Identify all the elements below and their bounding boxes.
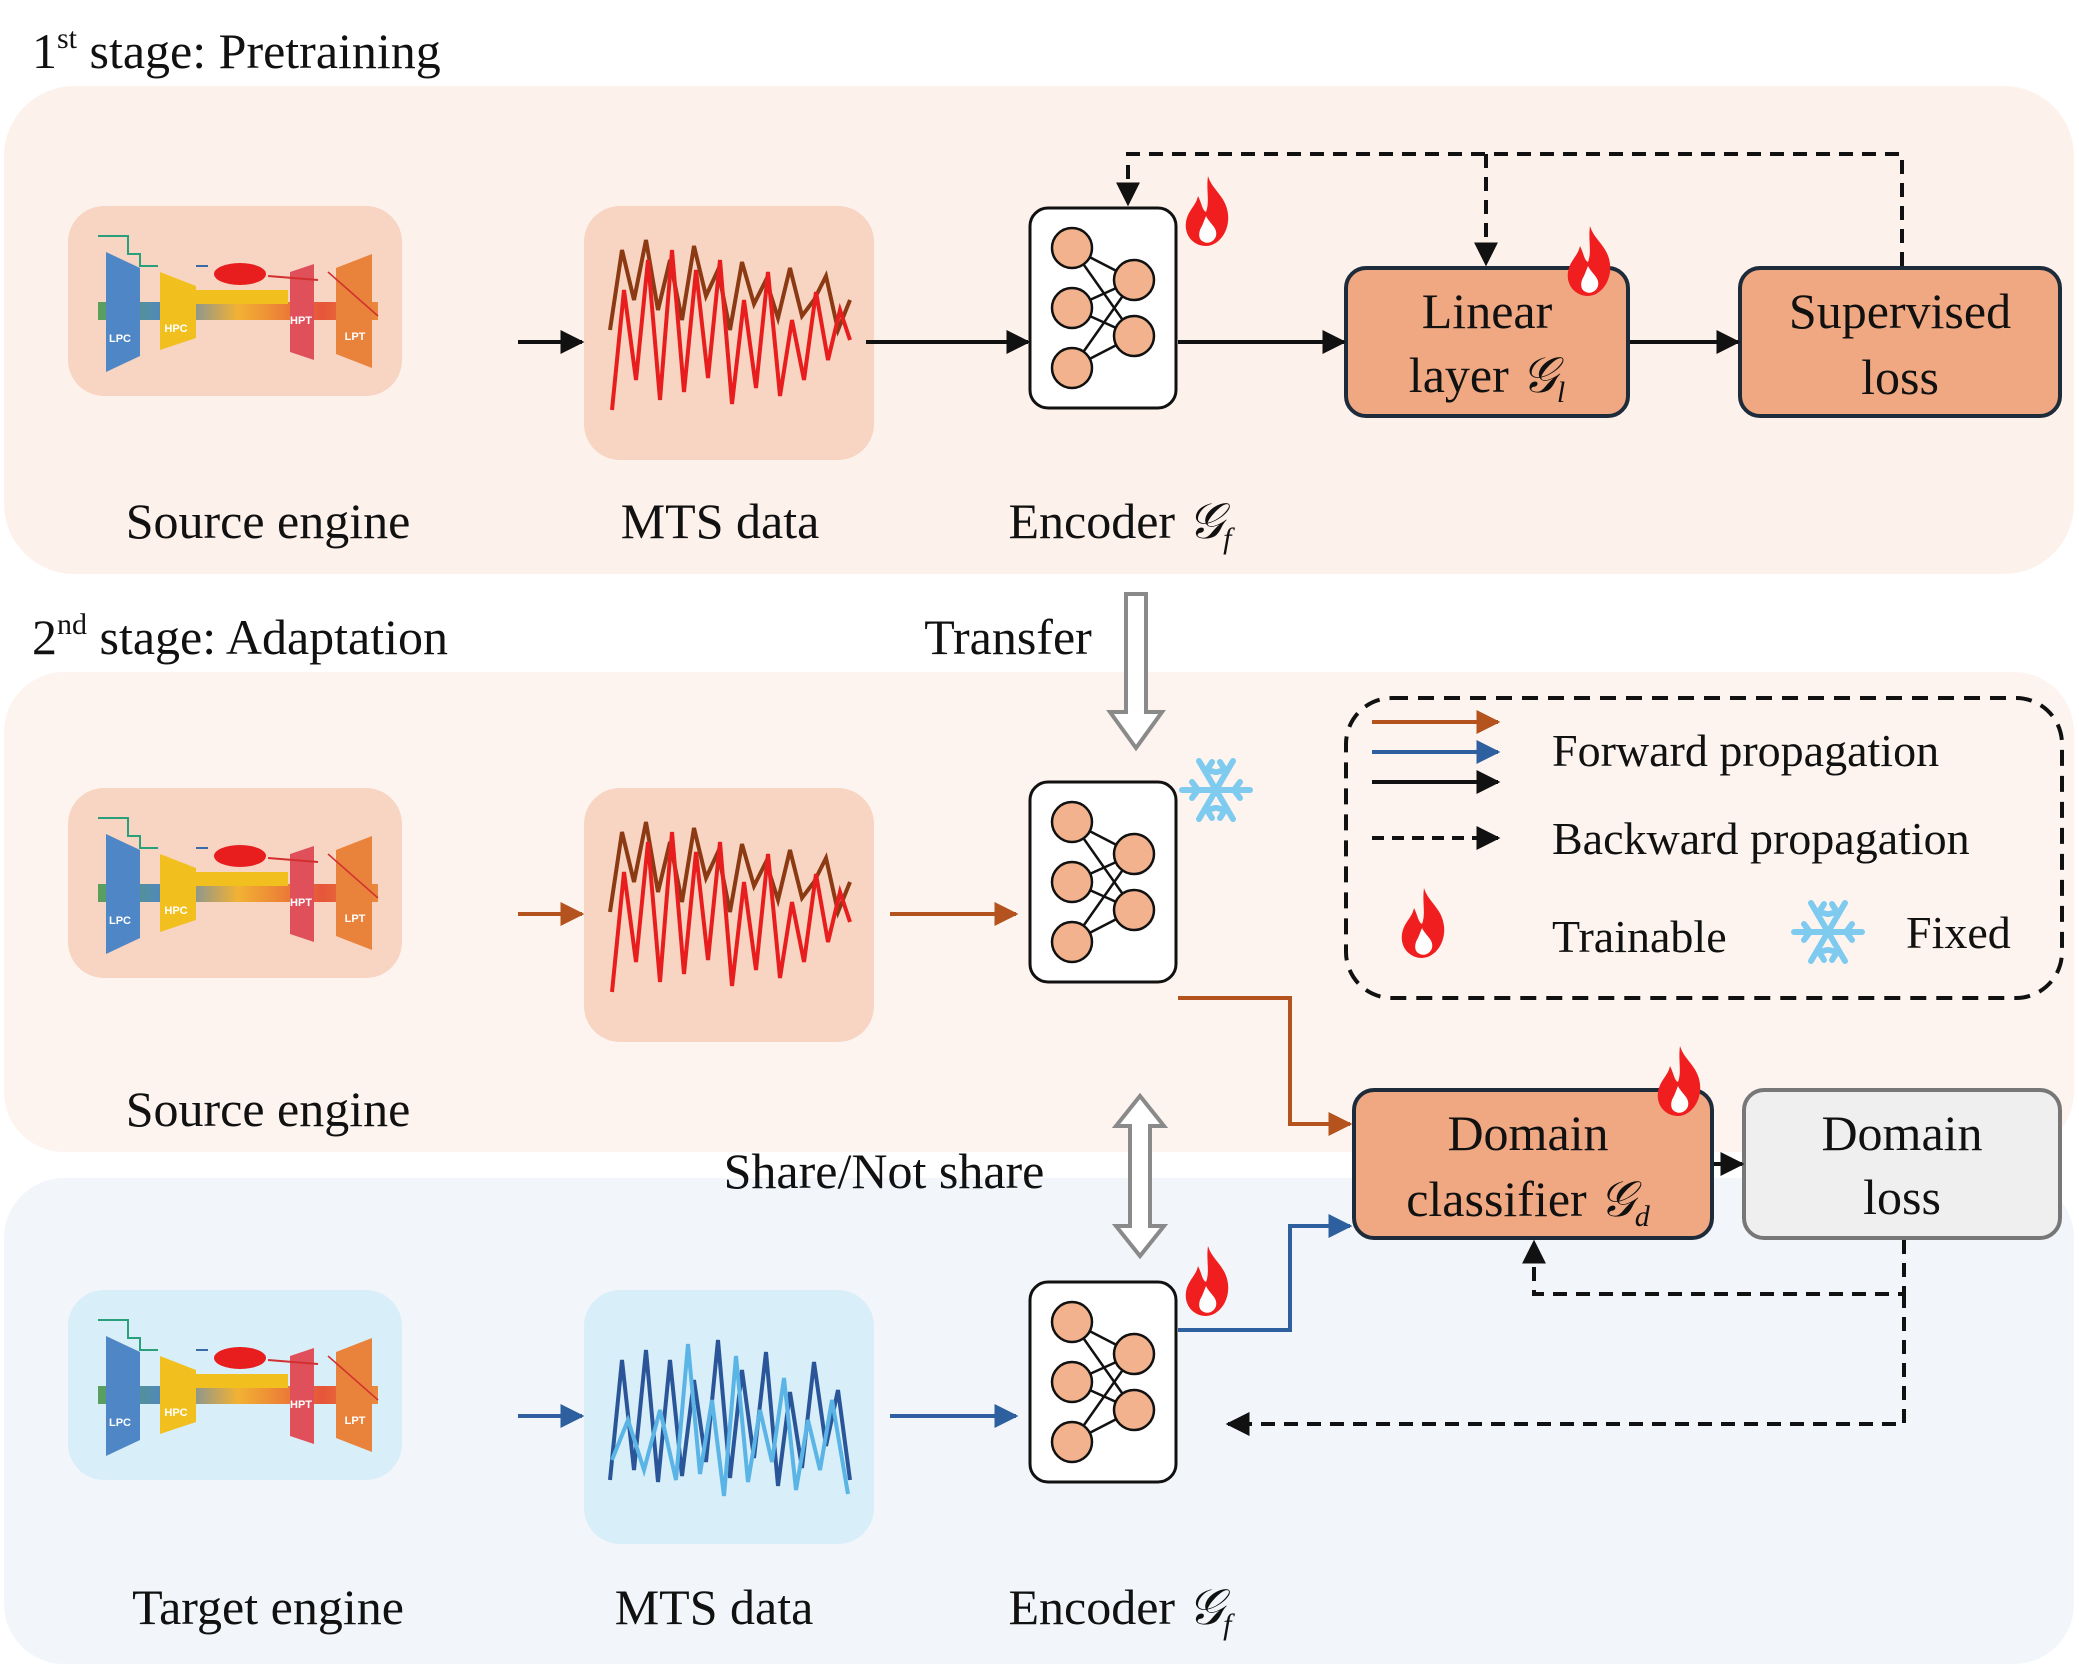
- domain-loss-line2: loss: [1863, 1169, 1941, 1225]
- mts-data-plot-1: [584, 206, 874, 460]
- row1-engine-label: Source engine: [126, 493, 411, 549]
- target-engine-image: [67, 1289, 403, 1481]
- linear-line2: layer 𝒢l: [1409, 347, 1565, 409]
- row3-engine-label: Target engine: [132, 1579, 404, 1635]
- supervised-line2: loss: [1861, 349, 1939, 405]
- source-engine-image: [67, 205, 403, 397]
- domain-loss-line1: Domain: [1821, 1105, 1982, 1161]
- domain-classifier-box: [1352, 1088, 1714, 1240]
- row3-encoder-label: Encoder 𝒢f: [1008, 1579, 1235, 1641]
- supervised-line1: Supervised: [1789, 283, 2011, 339]
- row3-data-label: MTS data: [615, 1579, 814, 1635]
- transfer-arrow: [1106, 592, 1166, 752]
- stage2-title: 2nd stage: Adaptation: [32, 608, 448, 665]
- legend-trainable: Trainable: [1552, 911, 1727, 962]
- linear-line1: Linear: [1422, 283, 1553, 339]
- row1-encoder-label: Encoder 𝒢f: [1008, 493, 1235, 555]
- transfer-label: Transfer: [924, 609, 1092, 665]
- legend-box: [1344, 696, 2064, 1000]
- legend-backward: Backward propagation: [1552, 813, 1970, 864]
- stage1-title: 1st stage: Pretraining: [32, 22, 441, 79]
- domain-classifier-line2: classifier 𝒢d: [1406, 1171, 1651, 1233]
- encoder-1: [1028, 206, 1178, 410]
- legend-forward: Forward propagation: [1552, 725, 1939, 776]
- mts-data-plot-2: [584, 788, 874, 1042]
- row2-engine-label: Source engine: [126, 1081, 411, 1137]
- encoder-2: [1028, 780, 1178, 984]
- row1-data-label: MTS data: [621, 493, 820, 549]
- legend-fixed: Fixed: [1906, 907, 2011, 958]
- share-label: Share/Not share: [724, 1143, 1045, 1199]
- domain-classifier-line1: Domain: [1447, 1105, 1608, 1161]
- share-arrow: [1111, 1092, 1169, 1260]
- source-engine-image-2: [67, 787, 403, 979]
- encoder-3: [1028, 1280, 1178, 1484]
